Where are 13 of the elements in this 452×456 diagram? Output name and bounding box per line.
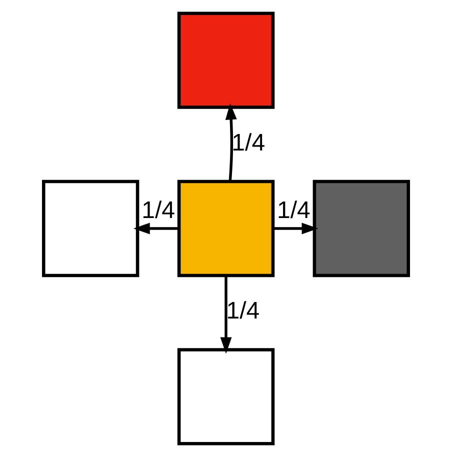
arrow	[225, 102, 237, 181]
node-box	[177, 348, 275, 445]
edge-label: 1/4	[226, 297, 260, 324]
arrow	[272, 222, 318, 234]
arrow	[220, 275, 232, 354]
node-box	[177, 11, 275, 108]
edge-label: 1/4	[142, 196, 175, 224]
node-box	[42, 179, 140, 277]
edge-label: 1/4	[277, 196, 310, 224]
edge-label: 1/4	[232, 129, 266, 156]
node-box	[177, 179, 275, 277]
node-box	[312, 179, 410, 277]
arrow	[133, 222, 179, 234]
